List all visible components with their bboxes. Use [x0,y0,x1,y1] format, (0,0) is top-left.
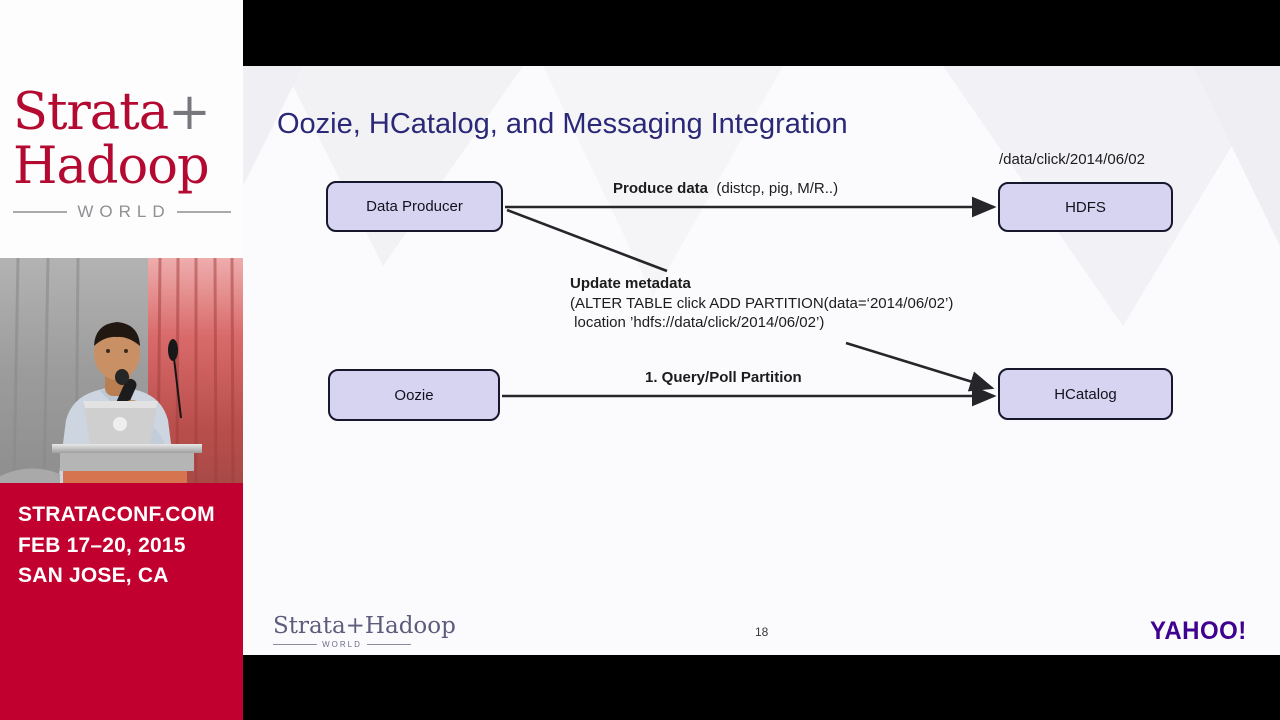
yahoo-logo: YAHOO! [1150,617,1247,645]
node-data-producer: Data Producer [326,181,503,232]
hdfs-path-label: /data/click/2014/06/02 [999,151,1145,168]
letterbox-top [243,0,1280,66]
logo-strata-text: Strata [13,83,169,142]
produce-data-bold: Produce data [613,180,709,197]
event-dates: FEB 17–20, 2015 [18,533,186,557]
node-hcatalog: HCatalog [998,368,1173,420]
line-update-metadata-upper [506,208,668,273]
speaker-photo [0,258,243,483]
location-line: location ’hdfs://data/click/2014/06/02’) [570,314,825,331]
footer-strata-logo: Strata+Hadoop WORLD [273,613,456,649]
logo-plus-glyph: + [168,83,211,142]
event-banner: STRATACONF.COM FEB 17–20, 2015 SAN JOSE,… [0,483,243,720]
event-url: STRATACONF.COM [18,503,215,526]
strata-hadoop-logo: Strata+ Hadoop WORLD [0,0,243,258]
arrow-update-metadata-lower [845,341,995,392]
presentation-slide: Oozie, HCatalog, and Messaging Integrati… [243,0,1280,720]
update-metadata-label: Update metadata (ALTER TABLE click ADD P… [570,274,1010,333]
produce-data-label: Produce data (distcp, pig, M/R..) [613,180,838,197]
event-location: SAN JOSE, CA [18,564,169,587]
mic-stand [168,339,182,419]
footer-logo-text: Strata+Hadoop [273,613,456,639]
sidebar: Strata+ Hadoop WORLD [0,0,243,720]
diagram-arrows [502,196,997,407]
podium [0,401,202,483]
logo-world-label: WORLD [13,202,231,222]
slide-title: Oozie, HCatalog, and Messaging Integrati… [277,108,848,140]
page-number: 18 [755,625,769,639]
letterbox-bottom [243,655,1280,720]
node-oozie: Oozie [328,369,500,421]
produce-data-detail: (distcp, pig, M/R..) [708,180,839,197]
logo-line-hadoop: Hadoop [13,137,210,196]
footer-logo-world: WORLD [273,640,411,649]
update-metadata-bold: Update metadata [570,275,691,292]
node-hdfs: HDFS [998,182,1173,232]
query-poll-label: 1. Query/Poll Partition [645,369,802,386]
logo-line-strata: Strata+ [13,86,231,140]
alter-table-line: (ALTER TABLE click ADD PARTITION(data=‘2… [570,294,954,312]
